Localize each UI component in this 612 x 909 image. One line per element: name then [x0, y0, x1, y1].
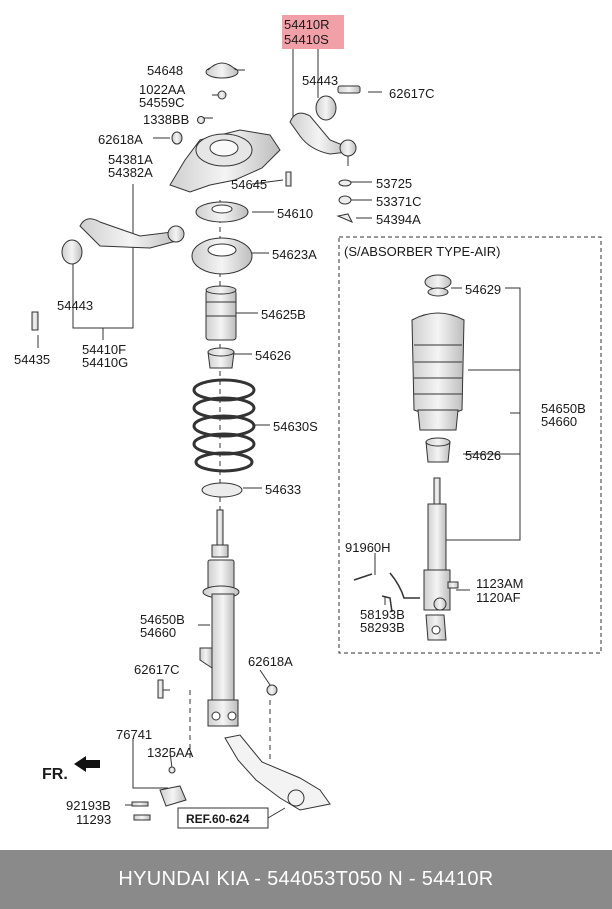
- reference-link[interactable]: REF.60-624: [186, 812, 250, 826]
- part-1120AF[interactable]: 1120AF: [476, 590, 521, 605]
- part-54633[interactable]: 54633: [265, 482, 302, 497]
- part-53371C[interactable]: 53371C: [376, 194, 422, 209]
- part-54394A[interactable]: 54394A: [376, 212, 421, 227]
- part-54381A[interactable]: 54381A: [108, 152, 153, 167]
- air-shock-box-title: (S/ABSORBER TYPE-AIR): [344, 244, 501, 259]
- part-62617C-top[interactable]: 62617C: [389, 86, 435, 101]
- part-54660-air[interactable]: 54660: [541, 414, 578, 429]
- part-58193B[interactable]: 58193B: [360, 607, 405, 622]
- part-62617C-low[interactable]: 62617C: [134, 662, 180, 677]
- part-92193B[interactable]: 92193B: [66, 798, 111, 813]
- part-54626[interactable]: 54626: [255, 348, 292, 363]
- part-62618A-low[interactable]: 62618A: [248, 654, 293, 669]
- part-54625B[interactable]: 54625B: [261, 307, 306, 322]
- footer-part-number-banner: HYUNDAI KIA - 544053T050 N - 54410R: [0, 850, 612, 909]
- parts-diagram: 54410R 54410S 54648 1022AA 54559C 1338BB…: [14, 15, 602, 829]
- part-54410G[interactable]: 54410G: [82, 355, 129, 370]
- part-62618A-top[interactable]: 62618A: [98, 132, 143, 147]
- part-53725[interactable]: 53725: [376, 176, 413, 191]
- part-1325AA[interactable]: 1325AA: [147, 745, 194, 760]
- part-1338BB[interactable]: 1338BB: [143, 112, 190, 127]
- part-54382A[interactable]: 54382A: [108, 165, 153, 180]
- part-54410S[interactable]: 54410S: [284, 32, 329, 47]
- part-54410R[interactable]: 54410R: [284, 17, 330, 32]
- highlight-box: [282, 15, 344, 49]
- part-54435[interactable]: 54435: [14, 352, 51, 367]
- part-54610[interactable]: 54610: [277, 206, 314, 221]
- part-54629[interactable]: 54629: [465, 282, 502, 297]
- part-54645[interactable]: 54645: [231, 177, 268, 192]
- front-direction-label: FR.: [42, 766, 68, 783]
- diagram-drawing: [31, 45, 602, 829]
- front-arrow-icon: [74, 756, 100, 772]
- part-54650B[interactable]: 54650B: [140, 612, 185, 627]
- part-54650B-air[interactable]: 54650B: [541, 401, 586, 416]
- part-54660[interactable]: 54660: [140, 625, 177, 640]
- part-11293[interactable]: 11293: [76, 812, 112, 827]
- part-1123AM[interactable]: 1123AM: [476, 576, 524, 591]
- part-54559C[interactable]: 54559C: [139, 95, 185, 110]
- part-54443-left[interactable]: 54443: [57, 298, 94, 313]
- part-54630S[interactable]: 54630S: [273, 419, 318, 434]
- part-91960H[interactable]: 91960H: [345, 540, 391, 555]
- part-54410F[interactable]: 54410F: [82, 342, 127, 357]
- part-54648[interactable]: 54648: [147, 63, 184, 78]
- part-76741[interactable]: 76741: [116, 727, 153, 742]
- part-54443-top[interactable]: 54443: [302, 73, 339, 88]
- part-54623A[interactable]: 54623A: [272, 247, 317, 262]
- part-54626-air[interactable]: 54626: [465, 448, 502, 463]
- part-1022AA[interactable]: 1022AA: [139, 82, 186, 97]
- part-58293B[interactable]: 58293B: [360, 620, 405, 635]
